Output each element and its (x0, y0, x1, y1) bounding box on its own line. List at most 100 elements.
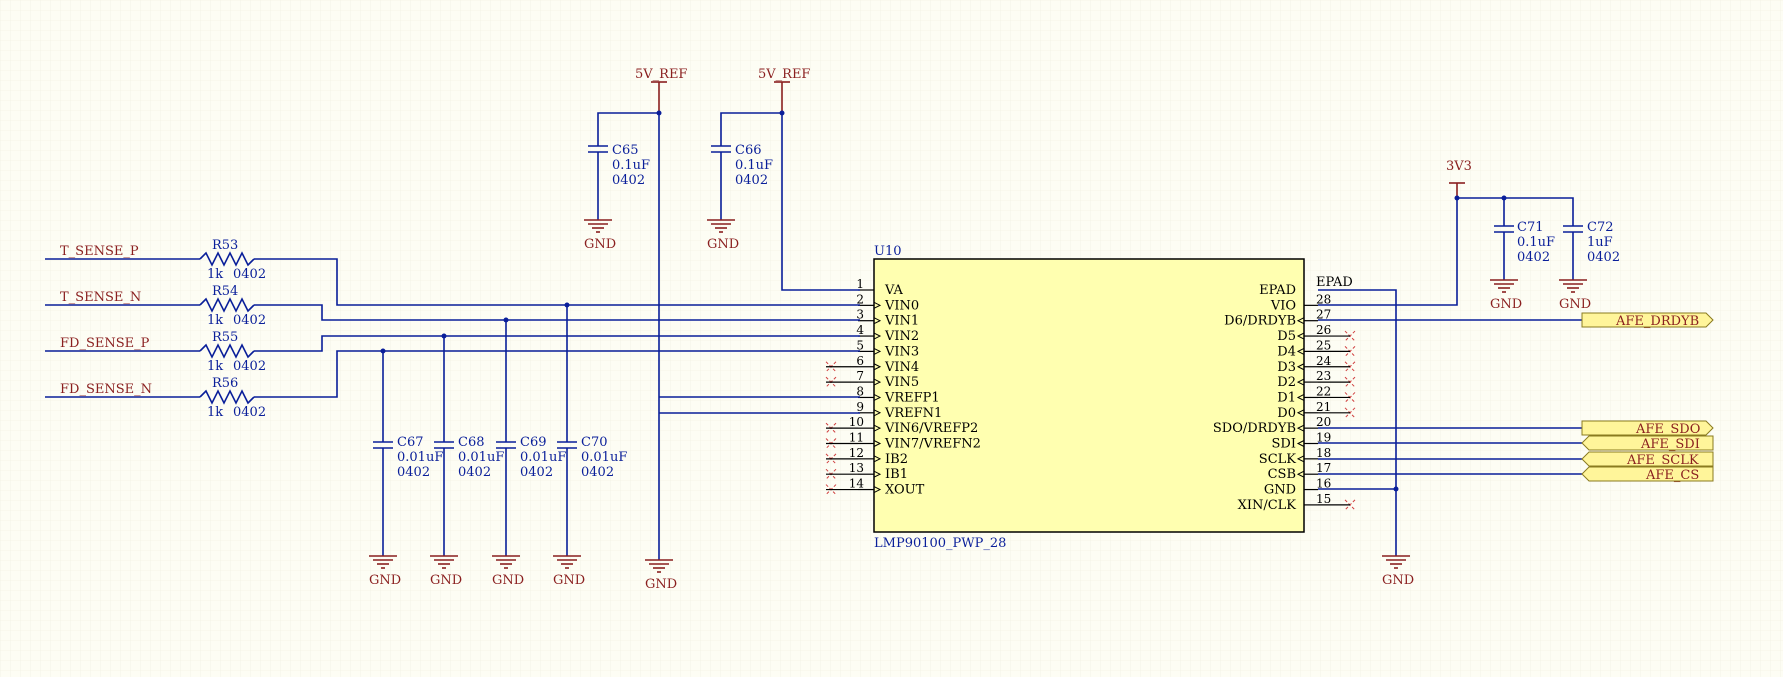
pin-name: VIN2 (884, 329, 919, 344)
cap-c67-pkg: 0402 (397, 465, 430, 480)
wire-c66-top[interactable] (720, 112, 782, 146)
power-label-5v-ref-1[interactable]: 5V_REF (635, 67, 687, 82)
cap-c69-ref: C69 (520, 435, 547, 450)
port-afe-sdi-label[interactable]: AFE_SDI (1640, 437, 1700, 452)
ic-pin-left[interactable]: 10 VIN6/VREFP2 (825, 415, 978, 436)
pin-name: CSB (1268, 467, 1296, 482)
pin-arrow (1296, 317, 1305, 325)
pin-number: 10 (849, 415, 864, 429)
port-afe-cs-label[interactable]: AFE_CS (1645, 468, 1699, 483)
wire-vin1[interactable] (254, 304, 860, 321)
pin-arrow (873, 394, 882, 401)
port-afe-sdi[interactable] (1581, 435, 1714, 451)
pin-arrow (1296, 394, 1305, 401)
ic-pin-right[interactable]: EPAD (1259, 283, 1296, 298)
pin-number: 22 (1316, 384, 1331, 398)
vio-section: 3V3 C71 0.1uF 0402 C72 1uF 0402 (1318, 159, 1620, 556)
cap-c68-pkg: 0402 (458, 465, 491, 480)
pin-number: 24 (1316, 354, 1332, 368)
pin-number: 3 (856, 308, 864, 322)
wire-epad-gnd[interactable] (1318, 289, 1397, 556)
wire-va[interactable] (781, 113, 860, 291)
port-afe-drdyb[interactable] (1581, 312, 1714, 328)
input-section: T_SENSE_P T_SENSE_N FD_SENSE_P FD_SENSE_… (45, 238, 860, 420)
port-afe-drdyb-label[interactable]: AFE_DRDYB (1615, 314, 1699, 329)
net-label-t-sense-p[interactable]: T_SENSE_P (60, 244, 139, 259)
pin-name: D2 (1277, 375, 1296, 390)
resistor-r53-value: 1k (207, 267, 223, 282)
power-label-5v-ref-2[interactable]: 5V_REF (758, 67, 810, 82)
wire-3v3-bus[interactable] (1457, 197, 1574, 226)
power-label-3v3[interactable]: 3V3 (1446, 159, 1472, 174)
cap-c71-ref: C71 (1517, 220, 1544, 235)
port-afe-sdo-label[interactable]: AFE_SDO (1635, 422, 1700, 437)
port-afe-cs[interactable] (1581, 466, 1714, 482)
resistor-r54-symbol[interactable] (199, 297, 255, 313)
wire-vin3[interactable] (254, 350, 860, 398)
net-label-fd-sense-n[interactable]: FD_SENSE_N (60, 382, 152, 397)
port-afe-sdo[interactable] (1581, 420, 1714, 436)
ic-body[interactable] (873, 258, 1305, 533)
cap-c68-value: 0.01uF (458, 450, 504, 465)
net-label-t-sense-n[interactable]: T_SENSE_N (60, 290, 141, 305)
gnd-icon: GND (1382, 555, 1414, 588)
cap-c66-ref: C66 (735, 143, 762, 158)
resistor-r56-symbol[interactable] (199, 389, 255, 405)
pin-arrow (873, 486, 882, 493)
pin-number: 1 (856, 277, 864, 291)
port-afe-sclk[interactable] (1581, 451, 1714, 467)
resistor-r55-symbol[interactable] (199, 343, 255, 359)
pin-arrow (1296, 347, 1305, 355)
pin-arrow (1296, 332, 1305, 340)
ic-pin-left[interactable]: 4 VIN2 (856, 323, 919, 344)
wire-vin0[interactable] (254, 258, 860, 306)
pin-number: 26 (1316, 323, 1331, 337)
pin-arrow (873, 347, 882, 355)
port-afe-sclk-label[interactable]: AFE_SCLK (1626, 453, 1699, 468)
wire-vin2[interactable] (254, 335, 860, 352)
wire-vio[interactable] (1318, 198, 1458, 306)
resistor-r55-pkg: 0402 (233, 359, 266, 374)
wire-c65-top[interactable] (597, 112, 659, 146)
resistor-r53-pkg: 0402 (233, 267, 266, 282)
resistor-r53-symbol[interactable] (199, 251, 255, 267)
ic-part: LMP90100_PWP_28 (874, 536, 1006, 551)
pin-name: VIN6/VREFP2 (884, 421, 978, 436)
resistor-r53-ref: R53 (212, 238, 238, 253)
gnd-label: GND (707, 237, 739, 252)
pin-name: VIN3 (884, 344, 919, 359)
net-label-fd-sense-p[interactable]: FD_SENSE_P (60, 336, 150, 351)
pin-number: 12 (849, 446, 864, 460)
gnd-icon: GND (492, 555, 524, 588)
pin-name: SDO/DRDYB (1213, 421, 1296, 436)
pin-arrow (873, 301, 882, 309)
pin-number: 4 (856, 323, 864, 337)
